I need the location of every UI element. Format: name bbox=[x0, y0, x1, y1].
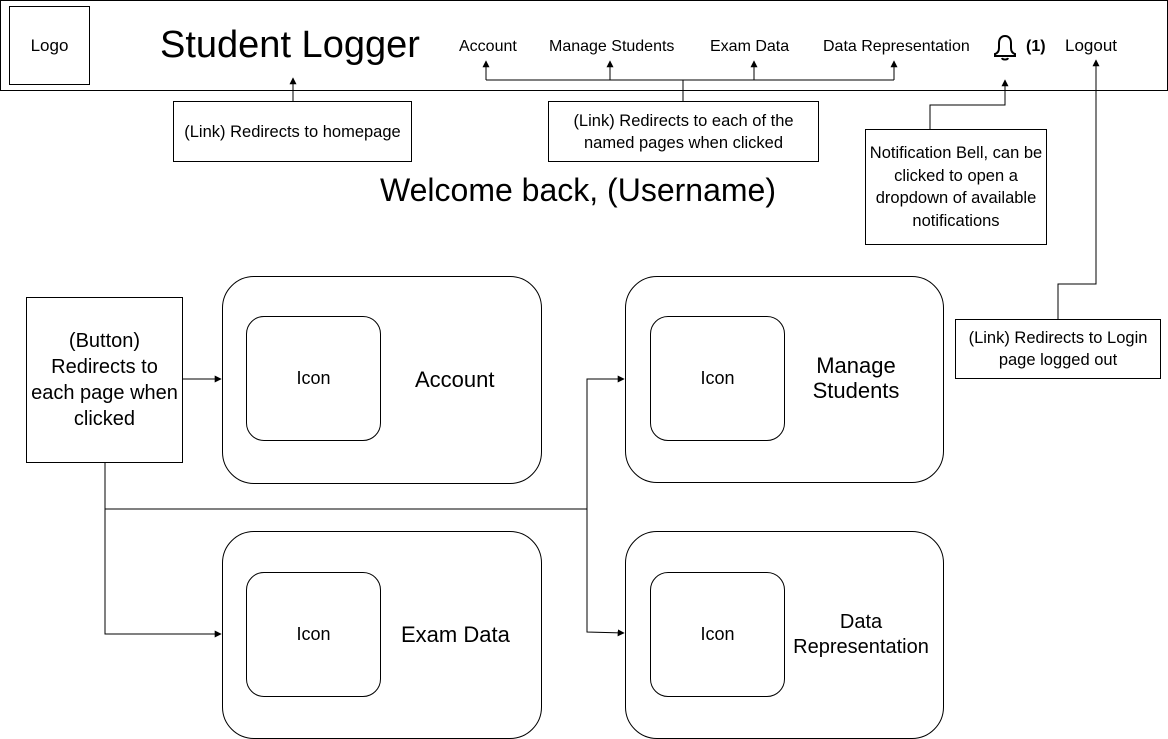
annotation-card-buttons: (Button) Redirects to each page when cli… bbox=[26, 297, 183, 463]
manage-students-card-label: Manage Students bbox=[812, 353, 900, 403]
nav-link-data-representation[interactable]: Data Representation bbox=[823, 38, 970, 55]
arrow-to-datarep bbox=[586, 509, 625, 637]
account-card-icon: Icon bbox=[246, 316, 381, 441]
notification-bell-icon[interactable] bbox=[991, 32, 1019, 62]
data-representation-card-icon: Icon bbox=[650, 572, 785, 697]
manage-students-card-icon: Icon bbox=[650, 316, 785, 441]
arrow-button-trunk bbox=[104, 463, 222, 638]
logout-link[interactable]: Logout bbox=[1065, 36, 1117, 55]
site-title-link[interactable]: Student Logger bbox=[160, 24, 420, 66]
exam-data-card-label: Exam Data bbox=[401, 622, 510, 647]
nav-link-manage-students[interactable]: Manage Students bbox=[549, 38, 675, 55]
annotation-logout-link: (Link) Redirects to Login page logged ou… bbox=[955, 319, 1161, 379]
annotation-homepage-link: (Link) Redirects to homepage bbox=[173, 101, 412, 162]
notification-count-badge: (1) bbox=[1026, 38, 1046, 55]
account-card-label: Account bbox=[415, 367, 495, 392]
arrow-to-manage bbox=[586, 375, 625, 509]
nav-link-account[interactable]: Account bbox=[459, 38, 517, 55]
data-representation-card-label: Data Representation bbox=[793, 611, 929, 658]
arrow-logout bbox=[1057, 59, 1100, 319]
nav-link-exam-data[interactable]: Exam Data bbox=[710, 38, 790, 55]
exam-data-card-icon: Icon bbox=[246, 572, 381, 697]
annotation-notification-bell: Notification Bell, can be clicked to ope… bbox=[865, 129, 1047, 245]
logo[interactable]: Logo bbox=[9, 6, 90, 85]
header-bar bbox=[0, 0, 1168, 91]
annotation-nav-links: (Link) Redirects to each of the named pa… bbox=[548, 101, 819, 162]
welcome-message: Welcome back, (Username) bbox=[380, 172, 776, 208]
